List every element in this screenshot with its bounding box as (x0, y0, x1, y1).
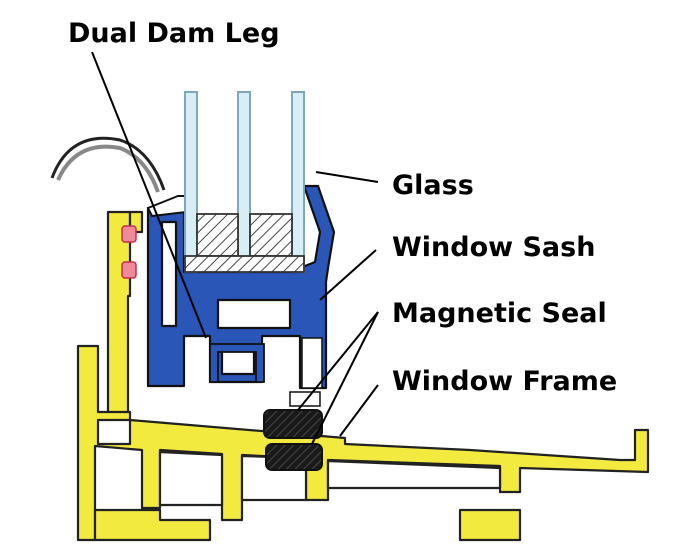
glass-spacers (184, 213, 305, 273)
frame-gaskets (121, 225, 137, 279)
glazing-bead-curve (50, 136, 166, 193)
label-window-frame: Window Frame (392, 366, 617, 397)
leader-magnetic-seal-1 (297, 311, 379, 411)
magnetic-seal (263, 337, 323, 471)
label-window-sash: Window Sash (392, 232, 595, 263)
dual-dam-leg-detail (209, 343, 265, 383)
label-magnetic-seal: Magnetic Seal (392, 298, 607, 329)
leader-glass (315, 171, 379, 183)
leader-lines (91, 51, 379, 445)
leader-window-frame (339, 384, 379, 437)
leader-window-sash (319, 249, 377, 301)
leader-magnetic-seal-2 (311, 311, 379, 445)
glass-panes (184, 91, 305, 273)
label-glass: Glass (392, 170, 474, 201)
leader-dual-dam-leg (91, 51, 207, 339)
label-dual-dam-leg: Dual Dam Leg (68, 18, 280, 49)
